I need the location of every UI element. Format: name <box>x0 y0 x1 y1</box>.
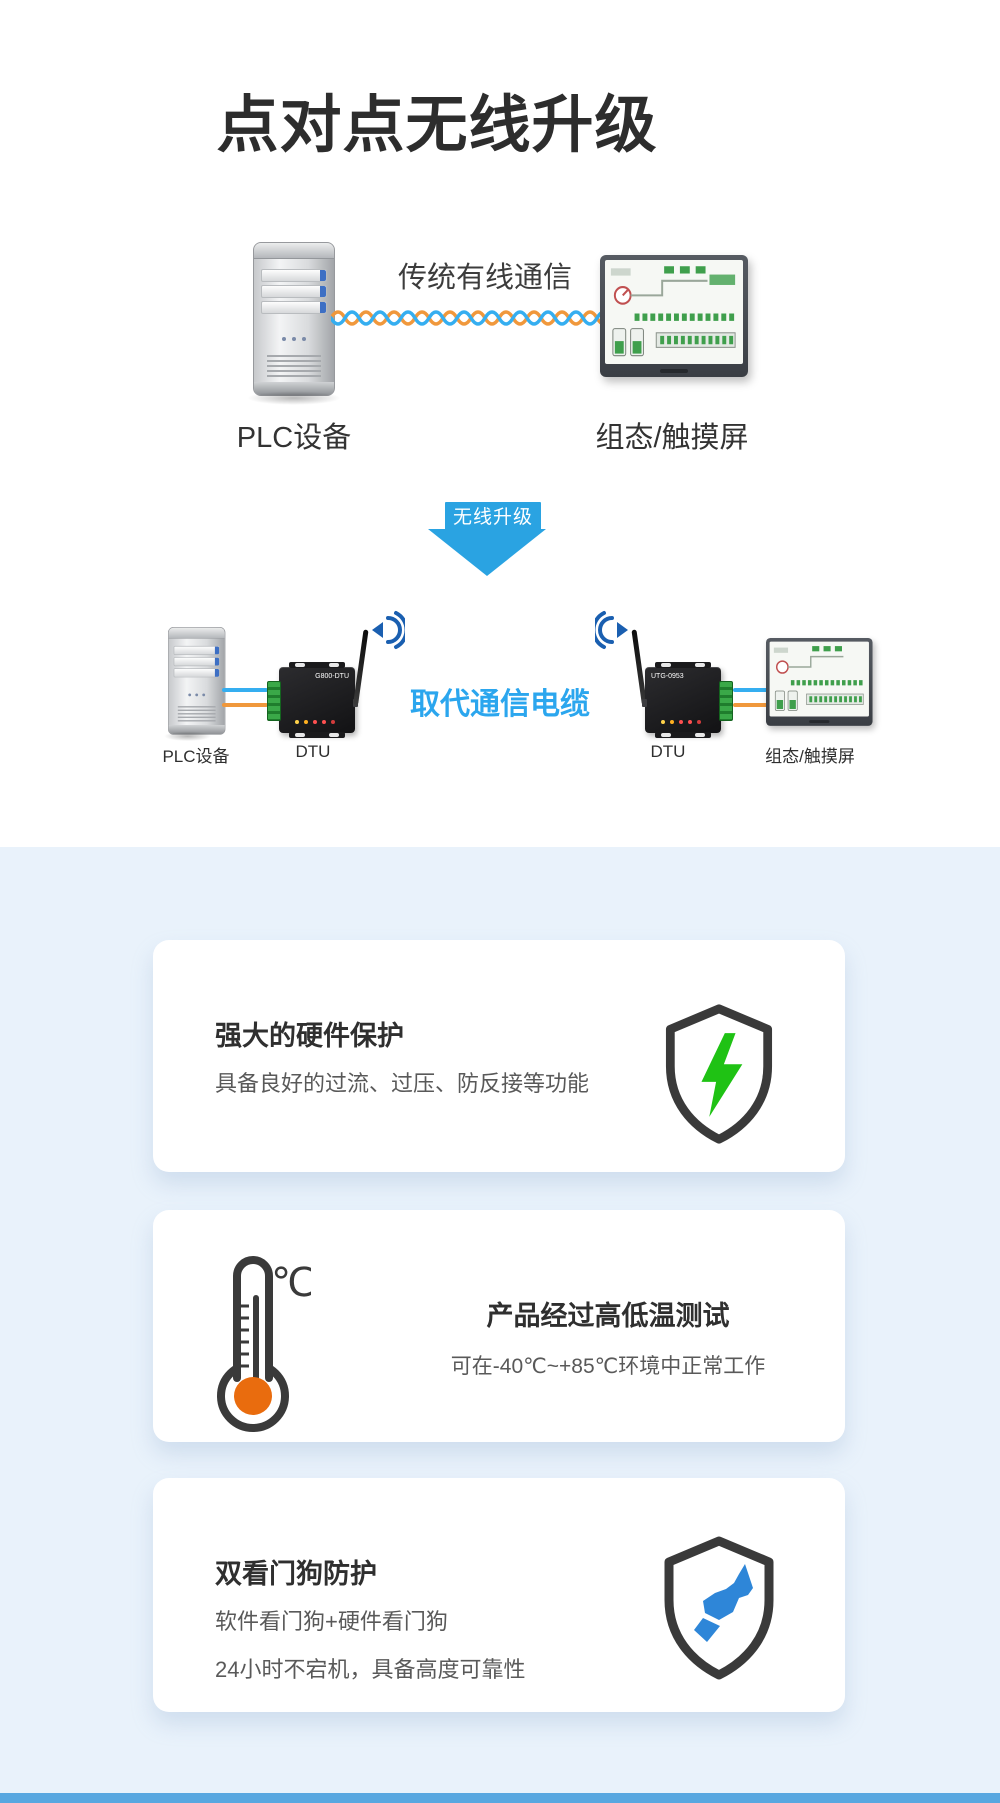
hmi-label-small: 组态/触摸屏 <box>765 747 855 766</box>
cable-blue-left <box>222 688 268 692</box>
dtu-right-model-text: UTG-0953 <box>651 673 684 680</box>
card-title: 产品经过高低温测试 <box>486 1301 730 1331</box>
twisted-cable-icon <box>331 310 613 326</box>
cable-orange-right <box>733 703 771 707</box>
cable-blue-right <box>733 688 771 692</box>
thermometer-icon: ℃ <box>217 1256 311 1432</box>
plc-tower-small <box>163 627 226 742</box>
dtu-device-right: UTG-0953 <box>642 662 733 738</box>
shield-lightning-icon <box>665 1004 773 1144</box>
dtu-device-left: G800-DTU <box>267 662 358 738</box>
card-body-line1: 软件看门狗+硬件看门狗 <box>215 1609 448 1634</box>
card-title: 强大的硬件保护 <box>215 1021 404 1051</box>
cable-orange-left <box>222 703 268 707</box>
celsius-unit: ℃ <box>271 1261 311 1305</box>
plc-tower-large <box>247 242 341 405</box>
scada-mimic <box>773 646 864 711</box>
page-title: 点对点无线升级 <box>216 91 658 160</box>
dtu-left-label: DTU <box>295 742 331 761</box>
upgrade-arrow-banner: 无线升级 <box>445 502 541 533</box>
hmi-screen-small <box>766 638 873 726</box>
wireless-caption: 取代通信电缆 <box>410 688 590 721</box>
dtu-right-label: DTU <box>650 742 686 761</box>
feature-card-watchdog: 双看门狗防护 软件看门狗+硬件看门狗 24小时不宕机，具备高度可靠性 <box>153 1478 845 1712</box>
plc-label-small: PLC设备 <box>162 747 230 766</box>
plc-label-large: PLC设备 <box>236 422 352 454</box>
wifi-signal-right-icon <box>595 611 628 649</box>
hmi-label-large: 组态/触摸屏 <box>595 422 749 454</box>
card-body-line2: 24小时不宕机，具备高度可靠性 <box>215 1657 526 1682</box>
scada-mimic <box>610 266 736 357</box>
dtu-left-model-text: G800-DTU <box>315 673 349 680</box>
card-title: 双看门狗防护 <box>215 1559 377 1589</box>
hmi-screen-large <box>600 255 748 377</box>
feature-card-hardware-protection: 强大的硬件保护 具备良好的过流、过压、防反接等功能 <box>153 940 845 1172</box>
footer-accent-bar <box>0 1793 1000 1803</box>
feature-section: 强大的硬件保护 具备良好的过流、过压、防反接等功能 ℃ <box>0 847 1000 1803</box>
feature-card-temperature: ℃ 产品经过高低温测试 可在-40℃~+85℃环境中正常工作 <box>153 1210 845 1442</box>
down-arrow-icon <box>428 529 546 576</box>
card-body: 可在-40℃~+85℃环境中正常工作 <box>450 1355 766 1378</box>
shield-dog-icon <box>664 1536 774 1680</box>
wired-caption: 传统有线通信 <box>397 262 572 294</box>
card-body: 具备良好的过流、过压、防反接等功能 <box>215 1071 590 1096</box>
wifi-signal-left-icon <box>372 611 405 649</box>
